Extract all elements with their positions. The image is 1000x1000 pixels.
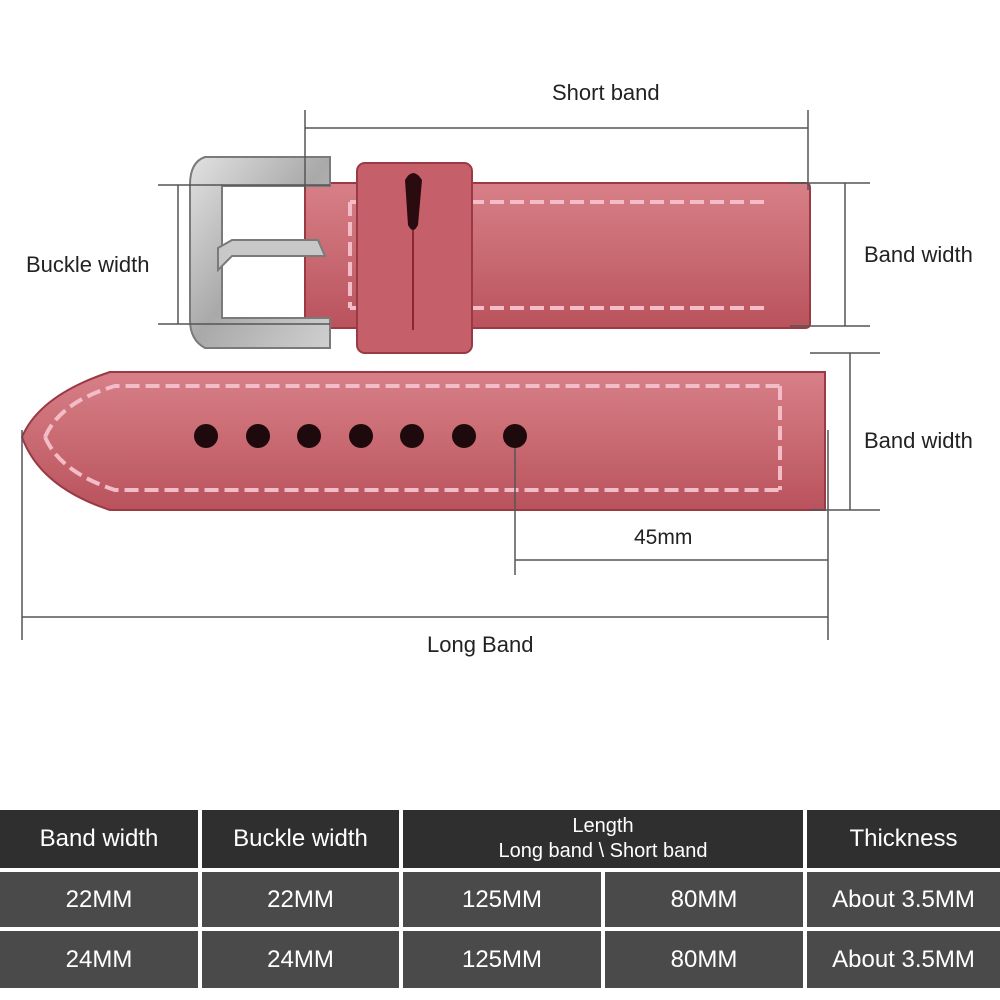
strap-illustration <box>20 110 880 640</box>
strap-diagram: Short band Buckle width Band width Band … <box>20 80 973 657</box>
header-length-title: Length <box>572 815 634 837</box>
table-row-1-thickness: About 3.5MM <box>807 872 1000 927</box>
long-band-stitching <box>43 384 780 492</box>
header-thickness-text: Thickness <box>849 825 958 852</box>
table-row-1-long-band: 125MM <box>403 872 601 927</box>
strap-hole <box>349 424 373 448</box>
strap-hole <box>503 424 527 448</box>
label-band-width-bottom: Band width <box>864 428 973 453</box>
table-row-2-short-band: 80MM <box>605 931 803 988</box>
label-hole-distance: 45mm <box>634 526 693 549</box>
header-length-sub: Long band \ Short band <box>498 840 708 862</box>
header-band-width-text: Band width <box>39 825 159 852</box>
header-thickness: Thickness <box>807 810 1000 868</box>
strap-hole <box>246 424 270 448</box>
strap-hole <box>400 424 424 448</box>
long-band <box>20 371 826 511</box>
dimension-lines <box>21 110 880 640</box>
table-row-1-short-band: 80MM <box>605 872 803 927</box>
strap-hole <box>194 424 218 448</box>
strap-hole <box>452 424 476 448</box>
table-row-1-buckle-width: 22MM <box>202 872 399 927</box>
table-row-1-band-width: 22MM <box>0 872 198 927</box>
table-row-2-long-band: 125MM <box>403 931 601 988</box>
buckle-pin <box>217 239 327 273</box>
keeper-loop-slot <box>405 173 422 230</box>
spec-table: Band width Buckle width Length Long band… <box>0 810 1000 1000</box>
label-band-width-top: Band width <box>864 242 973 267</box>
table-row-2-band-width: 24MM <box>0 931 198 988</box>
header-band-width: Band width <box>0 810 198 868</box>
keeper-loop <box>356 162 473 354</box>
label-buckle-width: Buckle width <box>26 252 150 277</box>
header-length: Length Long band \ Short band <box>403 810 803 868</box>
short-band <box>304 162 811 354</box>
label-long-band: Long Band <box>427 632 534 657</box>
strap-hole <box>297 424 321 448</box>
table-row-2-thickness: About 3.5MM <box>807 931 1000 988</box>
header-buckle-width-text: Buckle width <box>233 825 368 852</box>
header-buckle-width: Buckle width <box>202 810 399 868</box>
label-short-band: Short band <box>552 80 660 105</box>
buckle <box>189 156 331 349</box>
table-row-2-buckle-width: 24MM <box>202 931 399 988</box>
